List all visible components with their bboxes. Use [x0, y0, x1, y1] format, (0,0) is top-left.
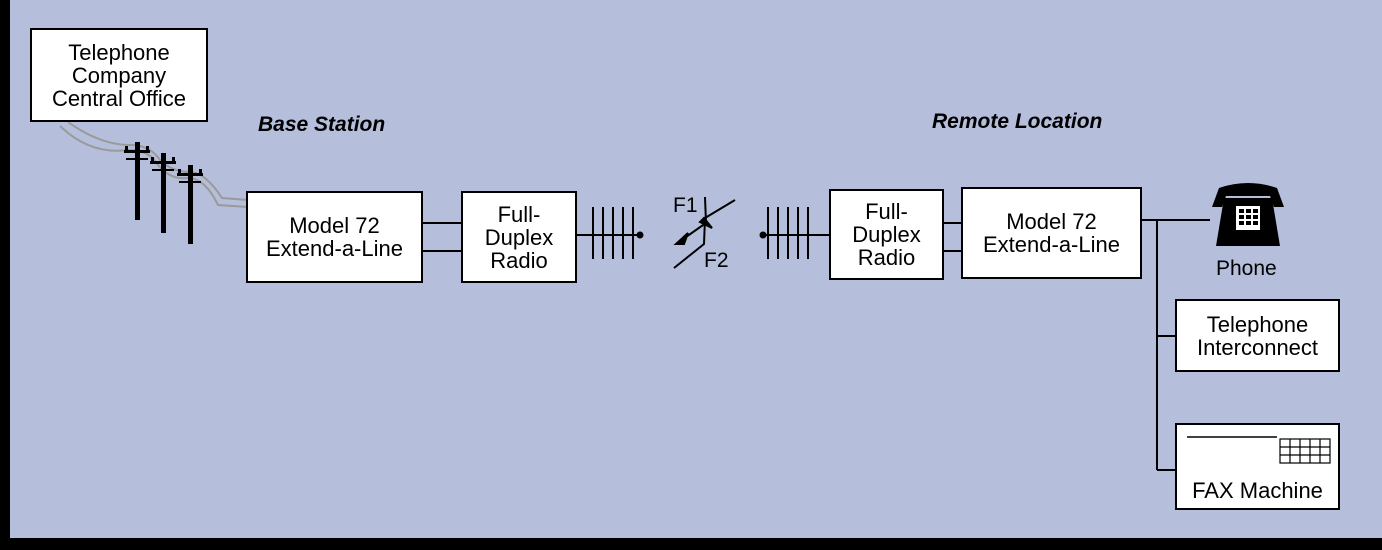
central-office-box: Telephone Company Central Office — [30, 28, 208, 122]
frequency-f2-label: F2 — [704, 249, 729, 272]
interconnect-line-1: Telephone — [1206, 311, 1309, 337]
base-radio-line-3: Radio — [490, 247, 548, 273]
central-office-line-1: Telephone — [68, 39, 170, 65]
remote-radio-box: Full- Duplex Radio — [829, 189, 944, 280]
antenna-icon — [592, 207, 644, 259]
fax-keypad-icon — [1187, 436, 1331, 464]
base-radio-line-2: Duplex — [484, 224, 554, 250]
remote-model-line-1: Model 72 — [1006, 209, 1097, 234]
fax-machine-label: FAX Machine — [1192, 478, 1323, 503]
frequency-f1-label: F1 — [673, 194, 698, 217]
base-model-box: Model 72 Extend-a-Line — [246, 191, 423, 283]
telephone-icon — [1212, 183, 1284, 246]
base-model-line-1: Model 72 — [289, 213, 380, 238]
diagram-background — [10, 0, 1382, 538]
frame-left — [0, 0, 10, 550]
frame-bottom — [0, 538, 1382, 550]
central-office-line-2: Company — [71, 62, 167, 88]
remote-model-line-2: Extend-a-Line — [983, 232, 1120, 257]
central-office-line-3: Central Office — [51, 85, 187, 111]
remote-connections — [763, 219, 1210, 471]
telephone-interconnect-box: Telephone Interconnect — [1175, 299, 1340, 372]
section-label-remote: Remote Location — [932, 110, 1103, 133]
remote-radio-line-2: Duplex — [852, 222, 921, 247]
section-label-base: Base Station — [258, 113, 386, 136]
remote-model-box: Model 72 Extend-a-Line — [961, 187, 1142, 279]
fax-machine-box: FAX Machine — [1175, 423, 1340, 510]
interconnect-line-2: Interconnect — [1196, 334, 1319, 360]
remote-radio-line-1: Full- — [865, 199, 908, 224]
base-connections — [422, 222, 640, 252]
remote-radio-line-3: Radio — [857, 245, 916, 270]
utility-pole-icon — [124, 142, 203, 244]
base-radio-line-1: Full- — [497, 201, 541, 227]
phone-label: Phone — [1216, 257, 1277, 280]
base-model-line-2: Extend-a-Line — [266, 236, 403, 261]
base-radio-box: Full- Duplex Radio — [461, 191, 577, 283]
antenna-icon — [759, 207, 809, 259]
radio-link-icon — [673, 196, 736, 269]
